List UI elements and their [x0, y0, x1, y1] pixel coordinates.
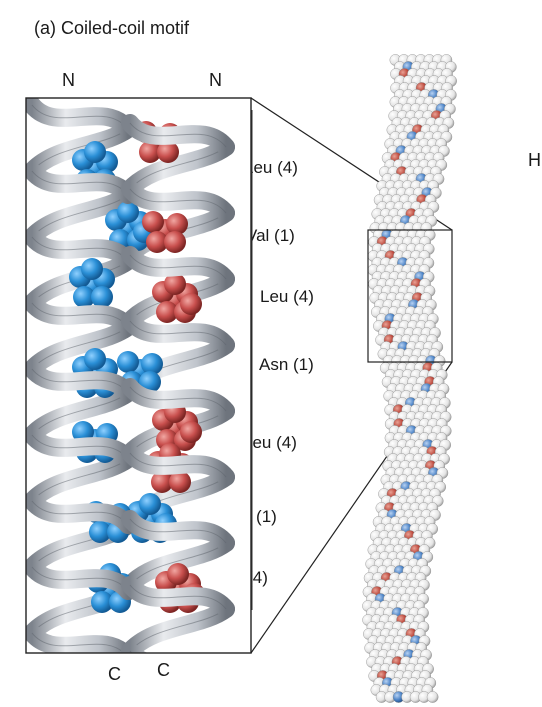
right-helix-ribbon-front: [121, 642, 149, 653]
left-helix-ribbon-front-edge: [31, 104, 129, 130]
residue-label: Val (1): [246, 226, 295, 245]
hydrophobic-atom-red: [157, 141, 179, 163]
hydrophobic-atom-red: [156, 301, 178, 323]
n-terminus-left-label: N: [62, 70, 75, 90]
left-helix-ribbon: [117, 648, 137, 653]
zoom-box: [25, 97, 252, 654]
left-helix-ribbon-edge: [31, 392, 129, 436]
right-helix-ribbon: [130, 675, 226, 707]
left-helix-ribbon-front-edge: [31, 566, 129, 592]
right-helix-ribbon-front-edge: [129, 452, 227, 478]
left-helix-ribbon-front-edge: [31, 368, 129, 394]
left-helix-ribbon-front-edge: [31, 236, 129, 262]
right-helix-ribbon-front-edge: [129, 320, 227, 346]
c-terminus-right-label: C: [157, 660, 170, 680]
hydrophobic-atom-blue: [139, 371, 161, 393]
left-helix-ribbon-edge: [31, 194, 129, 238]
right-helix-ribbon-front-edge: [129, 650, 133, 653]
hydrophobic-atom-red: [142, 211, 164, 233]
hydrophobic-atom-red: [146, 231, 168, 253]
right-helix-ribbon-front-edge: [129, 584, 227, 610]
helix-ribbons-front: [26, 98, 235, 653]
hydrophobic-atom-blue: [73, 286, 95, 308]
hydrophobic-atom-red: [139, 141, 161, 163]
left-helix-ribbon-front-edge: [31, 500, 129, 526]
hydrophobic-atom-blue: [139, 493, 161, 515]
hydrophobic-atom-red: [164, 273, 186, 295]
left-helix-ribbon-front-edge: [31, 302, 129, 328]
filament-space-filling-model: [362, 54, 457, 703]
right-helix-ribbon-edge: [129, 542, 227, 586]
residue-label: Leu (4): [260, 287, 314, 306]
hydrophobic-atom-red: [164, 231, 186, 253]
hydrophobic-atom-blue: [91, 591, 113, 613]
right-helix-ribbon-edge: [129, 608, 227, 652]
hydrophobic-atom-blue: [117, 351, 139, 373]
right-helix-ribbon-edge: [130, 675, 226, 707]
hydrophobic-atom-blue: [81, 258, 103, 280]
hydrophobic-atom-blue: [84, 141, 106, 163]
hydrophobic-atom-blue: [89, 521, 111, 543]
figure-title: (a) Coiled-coil motif: [34, 18, 190, 38]
left-helix-ribbon-edge: [31, 128, 129, 172]
right-helix-ribbon-front-edge: [129, 254, 227, 280]
left-helix-ribbon-edge: [32, 657, 128, 699]
hydrophobic-atom-blue: [84, 348, 106, 370]
n-terminus-right-label: N: [209, 70, 222, 90]
left-helix-ribbon-front-edge: [31, 170, 129, 196]
right-helix-ribbon-front-edge: [129, 518, 227, 544]
edge-label: H: [528, 150, 541, 170]
hydrophobic-atom-red: [169, 471, 191, 493]
right-helix-ribbon-front-edge: [129, 122, 227, 148]
hydrophobic-atom-red: [166, 213, 188, 235]
left-helix-ribbon-edge: [31, 458, 129, 502]
hydrophobic-atom-red: [151, 471, 173, 493]
residue-label: Asn (1): [259, 355, 314, 374]
residue-label: Leu (4): [244, 158, 298, 177]
right-helix-ribbon-edge: [129, 146, 227, 190]
left-helix-ribbon-front-edge: [31, 632, 125, 653]
right-helix-ribbon-front-edge: [129, 386, 227, 412]
hydrophobic-atom-red: [167, 563, 189, 585]
hydrophobic-atom-blue: [141, 353, 163, 375]
right-helix-ribbon-front-edge: [129, 188, 227, 214]
hydrophobic-atom-blue: [117, 201, 139, 223]
hydrophobic-atom-red: [180, 293, 202, 315]
filament-atom: [426, 691, 439, 703]
left-helix-ribbon-front-edge: [31, 434, 129, 460]
hydrophobic-atom-blue: [91, 286, 113, 308]
c-terminus-left-label: C: [108, 664, 121, 684]
zoom-selection-box: [367, 229, 453, 363]
residue-label: Leu (4): [243, 433, 297, 452]
hydrophobic-atom-red: [180, 421, 202, 443]
left-helix-ribbon-edge: [31, 326, 129, 370]
